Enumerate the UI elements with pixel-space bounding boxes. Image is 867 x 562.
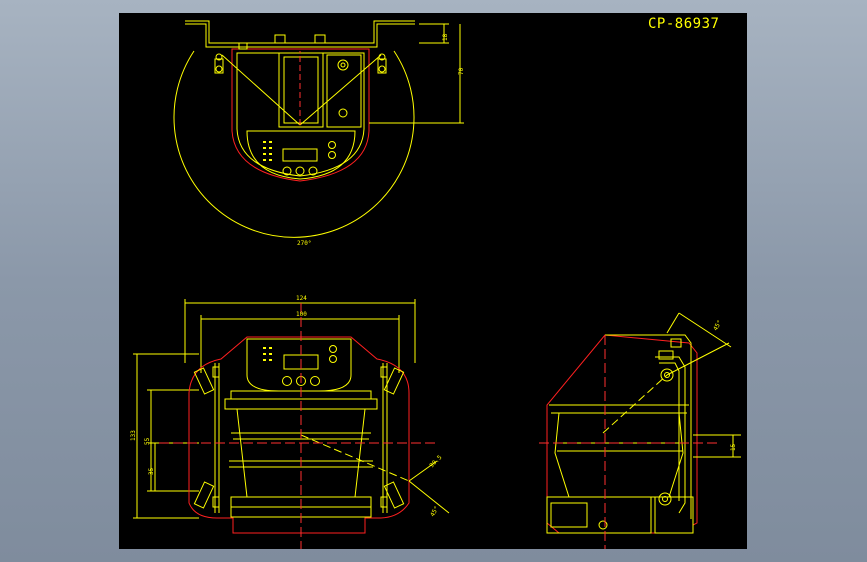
dim-front-left-low: 35 [148, 467, 155, 475]
top-view [173, 20, 464, 238]
dim-top-right-b: 70 [458, 67, 465, 75]
side-body-outline [546, 334, 698, 534]
dim-front-left-mid: 55 [144, 437, 151, 445]
top-body-outline [231, 48, 370, 182]
scan-range-arc [173, 50, 415, 238]
front-body-outline [188, 336, 410, 534]
drawing-canvas[interactable]: CP-86937 270° 18 70 124 100 133 55 35 90… [119, 13, 747, 549]
dim-side-height: 15 [730, 443, 737, 451]
side-view [539, 312, 741, 549]
top-bracket [185, 20, 415, 44]
drawing-code: CP-86937 [648, 16, 720, 32]
mount-bolts [193, 366, 405, 509]
dim-top-radius: 270° [297, 240, 312, 247]
dim-front-left-total: 133 [130, 430, 137, 441]
front-view [133, 299, 450, 549]
dim-front-overall: 124 [296, 295, 307, 302]
dim-top-right-a: 18 [442, 33, 449, 41]
cad-drawing [133, 20, 741, 549]
dim-front-inner: 100 [296, 311, 307, 318]
